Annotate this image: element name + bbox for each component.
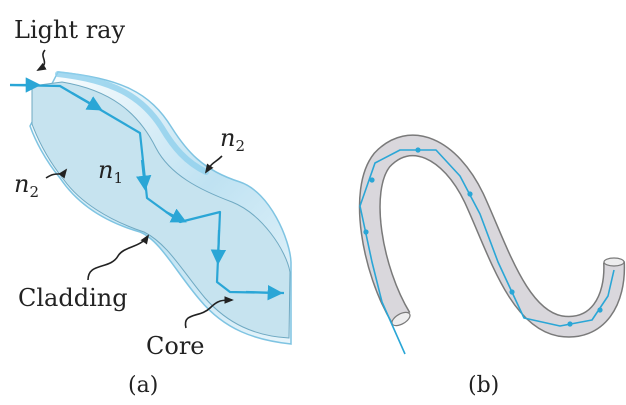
core-label: Core	[146, 332, 205, 360]
n2-left-label: n2	[14, 170, 39, 201]
caption-b: (b)	[468, 373, 499, 398]
fiber-end-right	[603, 257, 625, 267]
light-ray-label: Light ray	[14, 16, 125, 44]
ray-dot	[567, 321, 573, 327]
n1-label: n1	[98, 156, 123, 187]
ray-dot	[467, 191, 473, 197]
ray-dot	[415, 147, 421, 153]
n2-right-label: n2	[220, 124, 245, 155]
panel-a: Light ray n1 n2 n2 Cladding Core (a)	[9, 16, 292, 398]
ray-arrow-4	[165, 208, 187, 223]
ray-dot	[509, 289, 515, 295]
ray-arrow-6	[245, 284, 284, 301]
ray-dot	[369, 177, 375, 183]
ray-arrow-3	[136, 159, 152, 192]
ray-arrow-5	[210, 229, 227, 266]
n2-right-pointer	[204, 155, 223, 174]
fiber-body	[360, 135, 624, 337]
cladding-pointer	[87, 234, 150, 281]
ray-dot	[363, 229, 369, 235]
panel-b: (b)	[358, 134, 626, 398]
caption-a: (a)	[128, 373, 158, 398]
core-pointer	[184, 296, 234, 329]
light-ray-pointer	[36, 49, 47, 71]
cladding-highlight	[55, 71, 209, 175]
n2-left-pointer	[45, 168, 68, 179]
core	[31, 81, 291, 339]
ray-dot	[597, 307, 603, 313]
cladding-label: Cladding	[18, 284, 128, 312]
fiber-light-ray	[359, 149, 615, 355]
ray-arrow-2	[71, 92, 103, 111]
